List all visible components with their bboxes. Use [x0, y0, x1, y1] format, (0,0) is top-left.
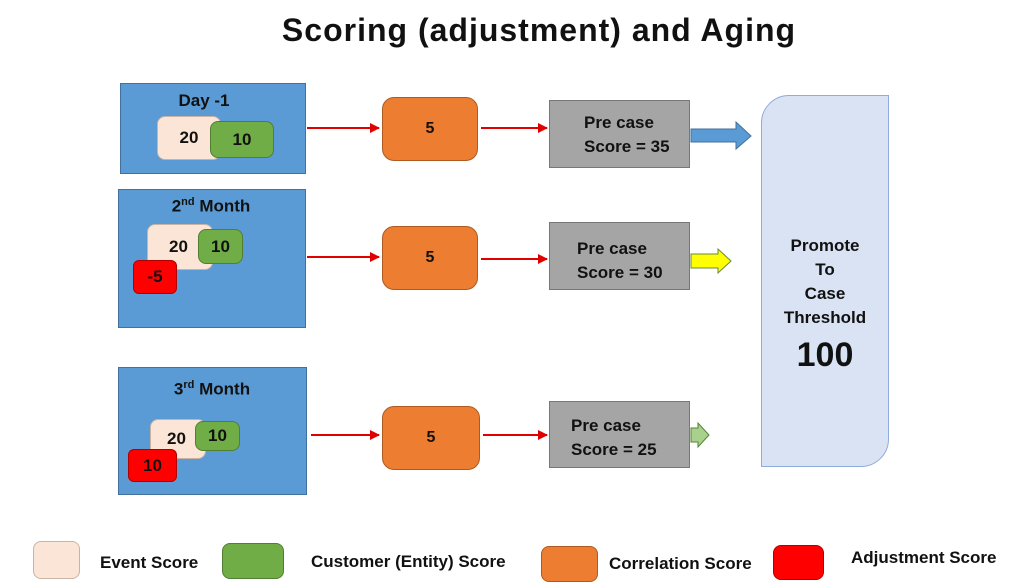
threshold-line: Threshold — [783, 308, 867, 327]
block-arrow-blue — [690, 120, 752, 151]
promote-threshold-box: Promote To Case Threshold 100 — [761, 95, 889, 467]
panel-2nd-month: 2nd Month 20 10 -5 — [118, 189, 306, 328]
legend-label-correlation: Correlation Score — [609, 554, 752, 573]
correlation-score-box: 5 — [382, 97, 478, 161]
label-number: 3 — [173, 379, 184, 399]
customer-score-box: 10 — [198, 229, 243, 264]
precase-label: Pre case — [577, 239, 647, 258]
block-arrow-green — [690, 421, 710, 449]
precase-score: Score = 35 — [584, 137, 670, 156]
legend-swatch-event — [33, 541, 80, 579]
precase-score: Score = 25 — [571, 440, 657, 459]
label-ordinal: nd — [181, 196, 195, 208]
correlation-score-box: 5 — [382, 226, 478, 290]
label-ordinal: rd — [183, 379, 195, 391]
legend-label-customer: Customer (Entity) Score — [311, 552, 506, 571]
adjustment-score-box: -5 — [133, 260, 177, 294]
label-text: Month — [194, 379, 251, 399]
legend-swatch-correlation — [541, 546, 598, 582]
customer-score-box: 10 — [210, 121, 274, 158]
correlation-score-box: 5 — [382, 406, 480, 470]
precase-label: Pre case — [571, 416, 641, 435]
threshold-value: 100 — [796, 336, 854, 374]
precase-score-box: Pre case Score = 35 — [549, 100, 690, 168]
threshold-line: Case — [804, 284, 846, 303]
threshold-line: To — [815, 260, 835, 279]
panel-3rd-month: 3rd Month 20 10 10 — [118, 367, 307, 495]
precase-score: Score = 30 — [577, 263, 663, 282]
adjustment-score-box: 10 — [128, 449, 177, 482]
label-number: 2 — [171, 196, 182, 216]
block-arrow-yellow — [690, 247, 732, 275]
precase-score-box: Pre case Score = 30 — [549, 222, 690, 290]
panel-label: 3rd Month — [119, 379, 305, 400]
legend-swatch-customer — [222, 543, 284, 579]
legend-label-event: Event Score — [100, 553, 199, 572]
legend-swatch-adjustment — [773, 545, 824, 580]
panel-label: 2nd Month — [119, 196, 303, 217]
legend-label-adjustment: Adjustment Score — [851, 548, 997, 567]
panel-day-minus-1: Day -1 20 10 — [120, 83, 306, 174]
threshold-line: Promote — [790, 236, 860, 255]
precase-score-box: Pre case Score = 25 — [549, 401, 690, 468]
panel-label: Day -1 — [178, 91, 230, 110]
page-title: Scoring (adjustment) and Aging — [281, 12, 797, 48]
precase-label: Pre case — [584, 113, 654, 132]
label-text: Month — [194, 196, 251, 216]
customer-score-box: 10 — [195, 421, 240, 451]
